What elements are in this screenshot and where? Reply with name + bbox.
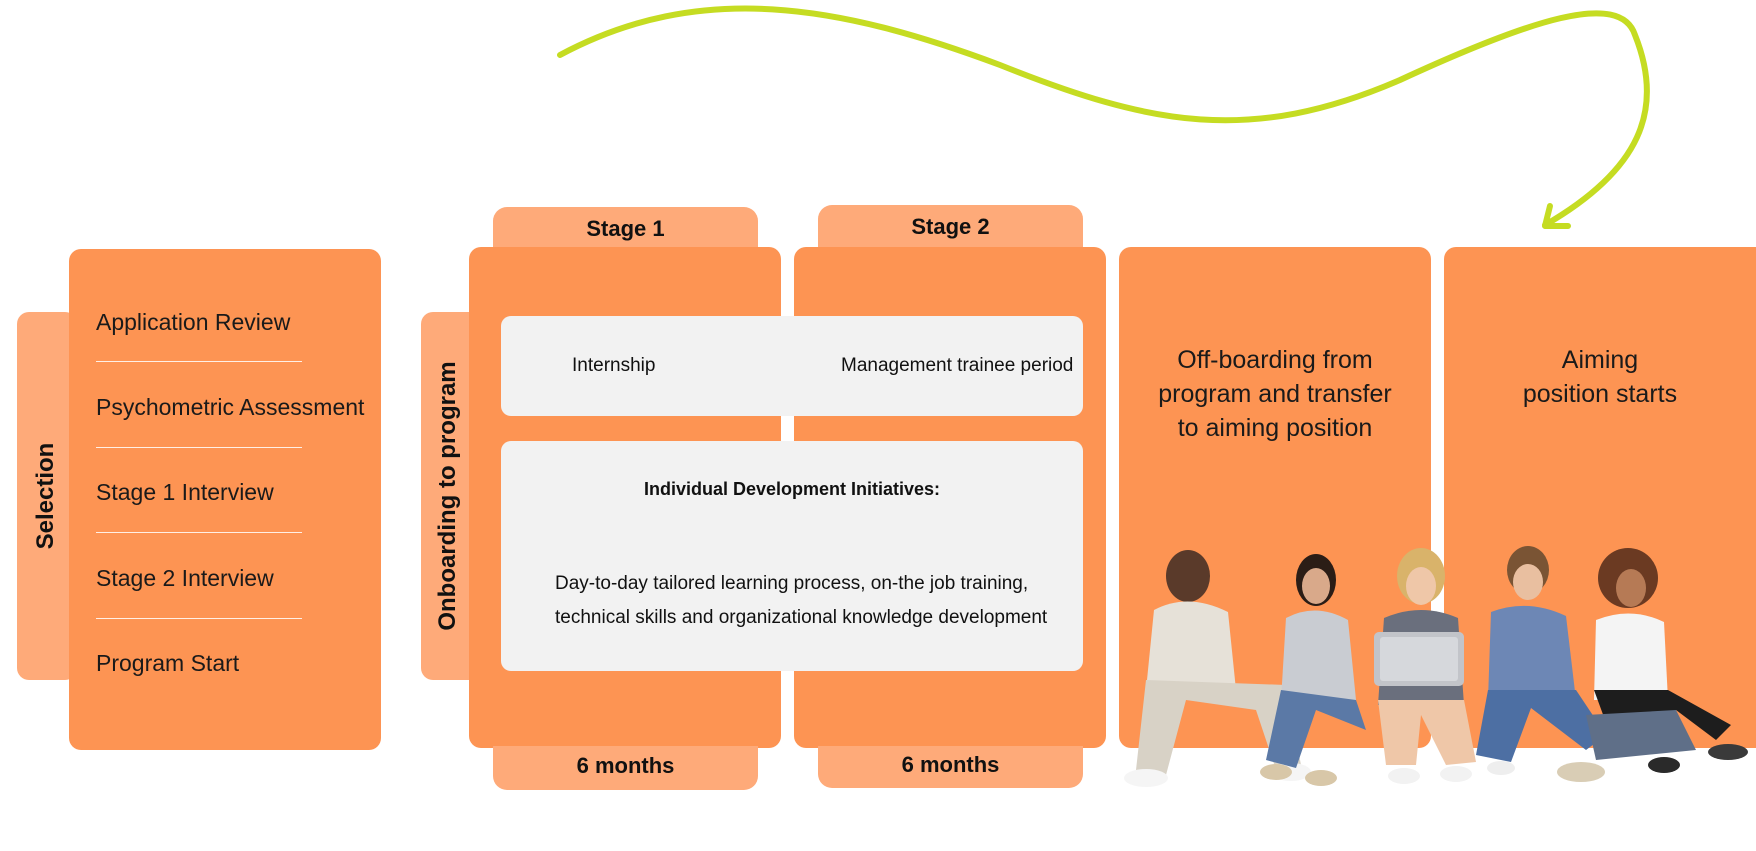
stage2-activity: Management trainee period [841, 355, 1074, 376]
stage1-title-tab: Stage 1 [493, 207, 758, 251]
selection-panel [69, 249, 381, 750]
selection-label: Selection [32, 442, 59, 550]
person-5 [1586, 548, 1748, 773]
selection-side-tab [17, 312, 77, 680]
selection-divider [96, 447, 302, 448]
development-heading: Individual Development Initiatives: [643, 479, 941, 499]
stage2-duration: 6 months [901, 752, 1000, 777]
offboarding-title: Off-boarding from program and transfer t… [1158, 346, 1392, 442]
stage1-activity: Internship [572, 355, 656, 376]
person-1 [1124, 550, 1311, 787]
stage2-title: Stage 2 [911, 214, 990, 239]
selection-divider [96, 618, 302, 619]
selection-divider [96, 361, 302, 362]
person-3 [1374, 548, 1476, 784]
onboarding-label: Onboarding to program [434, 361, 461, 631]
person-2 [1260, 554, 1366, 786]
development-line-2: technical skills and organizational know… [555, 607, 1048, 628]
person-4 [1476, 546, 1606, 782]
development-box [501, 441, 1083, 671]
selection-item-application-review: Application Review [96, 309, 291, 335]
stage2-title-tab: Stage 2 [818, 205, 1083, 249]
selection-item-stage1-interview: Stage 1 Interview [96, 479, 274, 505]
selection-item-program-start: Program Start [96, 650, 240, 676]
stage1-title: Stage 1 [586, 216, 665, 241]
stage1-duration-tab: 6 months [493, 746, 758, 790]
development-line-1: Day-to-day tailored learning process, on… [555, 573, 1029, 594]
students-group-image [1124, 546, 1748, 787]
activity-box [501, 316, 1083, 416]
stage1-duration: 6 months [576, 753, 675, 778]
selection-item-stage2-interview: Stage 2 Interview [96, 565, 274, 591]
aiming-title: Aiming position starts [1522, 346, 1678, 408]
selection-item-psychometric-assessment: Psychometric Assessment [96, 394, 365, 420]
selection-divider [96, 532, 302, 533]
journey-arrow [557, 5, 1650, 229]
stage2-duration-tab: 6 months [818, 746, 1083, 788]
